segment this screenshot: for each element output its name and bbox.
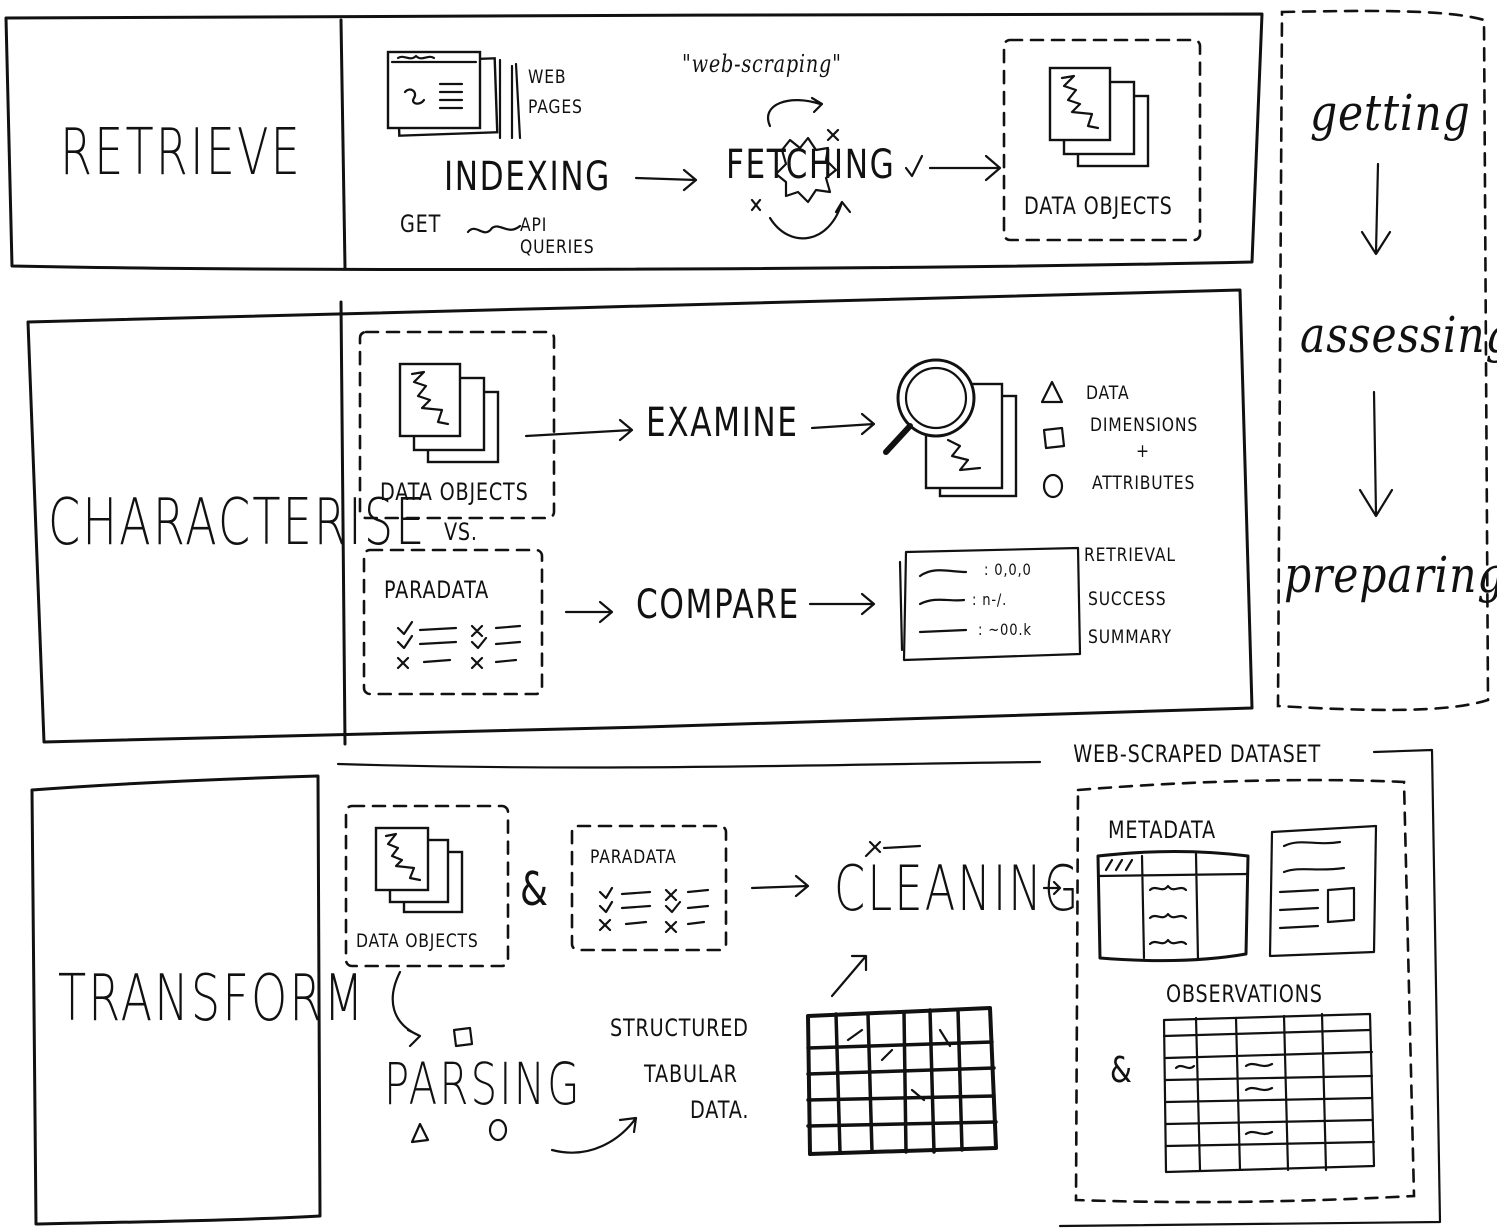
arrow-examine-inspect [810, 412, 876, 436]
vs-label: VS. [444, 518, 478, 546]
arrow-compare-summary [808, 592, 876, 616]
web-pages-label: WEB PAGES [528, 66, 583, 118]
arrow-cleaning-dataset [1042, 880, 1062, 896]
arrow-parsing-structured [550, 1116, 638, 1154]
observations-ampersand: & [1110, 1050, 1134, 1091]
transform-label-box [30, 774, 322, 1226]
sidebar-box [1276, 9, 1490, 712]
observations-label: OBSERVATIONS [1166, 980, 1323, 1008]
arrow-objects-examine [524, 418, 634, 442]
summary-value-3: : ~00.k [978, 620, 1032, 639]
parsing-shapes [410, 1026, 508, 1144]
dataset-bracket [1058, 748, 1442, 1228]
cleaning-label: CLEANING [834, 852, 1081, 925]
indexing-label: INDEXING [444, 154, 611, 200]
characterise-divider [339, 300, 347, 746]
retrieve-data-objects-icon [1048, 66, 1150, 168]
legend-data: DATA [1086, 382, 1130, 404]
web-scraping-label: "web-scraping" [682, 50, 842, 78]
api-queries-label: API QUERIES [520, 214, 595, 258]
transform-data-objects-icon [374, 826, 464, 914]
parsing-label: PARSING [384, 1050, 582, 1118]
summary-value-1: : 0,0,0 [984, 560, 1032, 579]
transform-paradata-checklist [598, 886, 710, 934]
transform-paradata-label: PARADATA [590, 846, 677, 868]
summary-card [898, 546, 1082, 662]
metadata-table-icon [1096, 850, 1250, 963]
magnifier-icon [883, 358, 1018, 498]
legend-dimensions: DIMENSIONS [1090, 414, 1199, 436]
retrieve-data-objects-label: DATA OBJECTS [1024, 192, 1173, 220]
metadata-label: METADATA [1108, 816, 1216, 844]
transform-title: TRANSFORM [58, 962, 366, 1036]
summary-summary: SUMMARY [1088, 626, 1172, 648]
retrieve-data-objects-box [1002, 38, 1202, 242]
structured-table-grid [806, 1006, 998, 1156]
transform-data-objects-box [344, 804, 510, 968]
dataset-label: WEB-SCRAPED DATASET [1070, 740, 1325, 768]
sidebar-step-assessing: assessing [1300, 306, 1497, 364]
sidebar-arrow-1 [1360, 162, 1392, 256]
fetching-cycle-icon [750, 96, 852, 240]
legend-shapes [1040, 380, 1066, 499]
arrow-objects-parsing [391, 970, 422, 1048]
check-mark [904, 154, 924, 178]
retrieve-divider [339, 18, 347, 270]
transform-top-line [336, 760, 1042, 769]
scissors-mark [864, 840, 922, 858]
web-pages-icon [386, 50, 522, 140]
legend-attributes: ATTRIBUTES [1092, 472, 1196, 494]
arrow-table-cleaning [830, 954, 868, 998]
examine-label: EXAMINE [646, 400, 799, 446]
legend-plus: + [1136, 440, 1150, 462]
squiggle-get-api [466, 224, 522, 234]
arrow-fetching-objects [928, 154, 1002, 182]
characterise-data-objects-label: DATA OBJECTS [380, 478, 529, 506]
characterise-data-objects-icon [398, 362, 500, 464]
retrieve-panel [4, 12, 1264, 271]
characterise-paradata-label: PARADATA [384, 576, 490, 604]
get-label: GET [400, 210, 442, 238]
summary-retrieval: RETRIEVAL [1084, 544, 1176, 566]
paradata-checklist-icon [396, 620, 522, 670]
retrieve-title: RETRIEVE [60, 116, 302, 190]
characterise-panel [26, 288, 1254, 744]
compare-label: COMPARE [636, 582, 800, 628]
metadata-doc-icon [1268, 824, 1378, 958]
characterise-title: CHARACTERISE [48, 486, 427, 560]
tabular-label: TABULAR [644, 1060, 738, 1088]
fetching-label: FETCHING [726, 142, 896, 188]
transform-paradata-box [570, 824, 728, 952]
arrow-paradata-cleaning [750, 874, 810, 898]
sidebar-step-getting: getting [1310, 84, 1471, 142]
dataset-box [1074, 778, 1416, 1204]
summary-value-2: : n-/. [972, 590, 1008, 609]
observations-table-icon [1162, 1012, 1376, 1174]
arrow-indexing-fetching [634, 168, 698, 192]
sidebar-arrow-2 [1358, 390, 1394, 518]
characterise-data-objects-box [358, 330, 556, 520]
summary-success: SUCCESS [1088, 588, 1167, 610]
transform-data-objects-label: DATA OBJECTS [356, 930, 479, 952]
sidebar-step-preparing: preparing [1284, 546, 1497, 604]
structured-label: STRUCTURED [610, 1014, 749, 1042]
transform-ampersand: & [520, 862, 550, 916]
data-label: DATA. [690, 1096, 750, 1124]
arrow-paradata-compare [564, 600, 614, 624]
characterise-paradata-box [362, 548, 544, 696]
